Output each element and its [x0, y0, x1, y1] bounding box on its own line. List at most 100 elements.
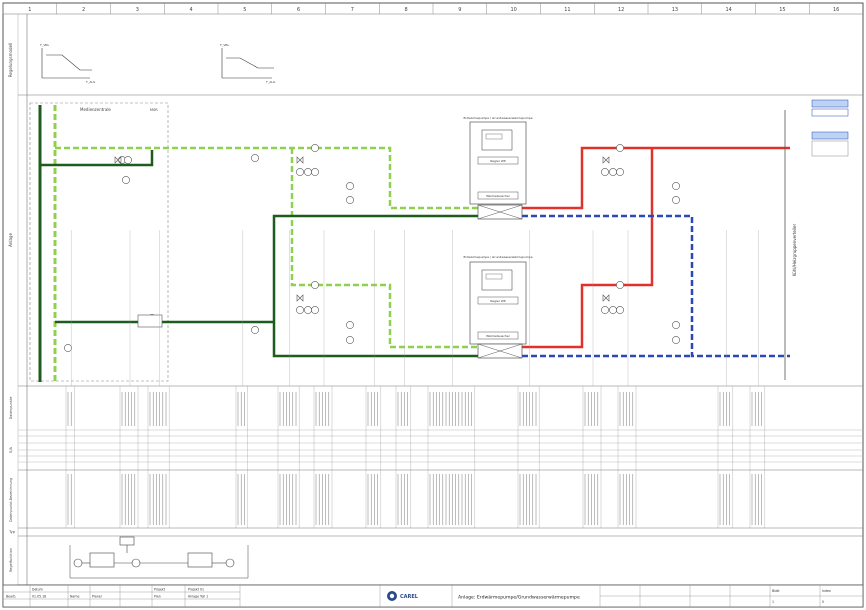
sensor-icon	[251, 326, 259, 334]
sensor-icon	[64, 344, 72, 352]
control-curve-2: T_VRL T_AUL	[219, 43, 276, 84]
column-number: 9	[458, 7, 461, 13]
svg-text:T_VRL: T_VRL	[39, 43, 49, 47]
sensor-icon	[609, 168, 617, 176]
datum-label: Datum	[32, 588, 43, 592]
sensor-icon	[311, 281, 319, 289]
row-label-typ: Typ	[8, 530, 16, 534]
sensor-icon	[251, 154, 259, 162]
sensor-icon	[311, 144, 319, 152]
pipe-green-supply-hp1	[55, 146, 478, 210]
heat-pump-2: Erdwärmepumpe / Grundwasserwärmepumpe Re…	[463, 255, 533, 359]
sensor-icon	[124, 156, 132, 164]
valve-icon	[296, 156, 304, 164]
sensor-icon	[304, 306, 312, 314]
sensor-icon	[311, 168, 319, 176]
medienzentrale-box	[29, 102, 169, 382]
sensor-icon	[609, 306, 617, 314]
index-value: 0	[822, 600, 824, 604]
sensor-icon	[672, 336, 680, 344]
blatt-label: Blatt	[772, 589, 780, 593]
valve-icon	[602, 156, 610, 164]
column-number: 10	[510, 7, 516, 13]
column-number: 6	[297, 7, 300, 13]
pipe-blue-return	[522, 214, 790, 358]
row-label-anlage: Anlage	[8, 233, 13, 247]
row-label-datenpunkte: Datenpunkte	[9, 397, 13, 420]
column-number: 15	[779, 7, 785, 13]
control-curve-1: T_VRL T_AUL	[39, 43, 96, 84]
column-number: 1	[28, 7, 31, 13]
sensor-icon	[616, 168, 624, 176]
drawing-title: Anlage: Erdwärmepumpe/Grundwasserwärmepu…	[458, 595, 580, 601]
legend-button-3[interactable]	[811, 131, 849, 140]
column-number: 12	[618, 7, 624, 13]
project-value: Projekt 01	[188, 588, 204, 592]
column-number: 8	[405, 7, 408, 13]
sensor-icon	[346, 321, 354, 329]
svg-text:Erdwärmepumpe / Grundwasserwär: Erdwärmepumpe / Grundwasserwärmepumpe	[463, 255, 532, 259]
column-number: 4	[190, 7, 193, 13]
sensor-icon	[616, 281, 624, 289]
row-label-regelfunktion: Regelfunktion	[9, 548, 13, 572]
column-number: 11	[564, 7, 570, 13]
heat-pump-1: Erdwärmepumpe / Grundwasserwärmepumpe Re…	[463, 116, 533, 220]
sensor-icon	[346, 182, 354, 190]
sensor-icon	[672, 321, 680, 329]
sensor-icon	[672, 196, 680, 204]
control-logic	[69, 536, 249, 579]
svg-text:T_AUL: T_AUL	[265, 80, 276, 84]
column-number: 3	[136, 7, 139, 13]
sensor-icon	[672, 182, 680, 190]
logo-text: CAREL	[400, 594, 419, 600]
column-number: 16	[833, 7, 839, 13]
pipe-dark-green-return	[272, 214, 478, 358]
legend-button-2[interactable]	[811, 108, 849, 117]
bearb-label: Bearb.	[6, 595, 16, 599]
field-devices	[64, 144, 680, 352]
svg-text:Wärmetauscher: Wärmetauscher	[486, 334, 510, 338]
legend-button-4[interactable]	[811, 140, 849, 157]
svg-text:T_AUL: T_AUL	[85, 80, 96, 84]
medienzentrale-label: Medienzentrale	[80, 107, 111, 112]
row-label-bezeichnung: Datenpunkt-Bezeichnung	[9, 478, 13, 522]
right-distributor-label: Kühl/Heizgruppenverteiler	[792, 224, 797, 277]
plan-value: Anlage Teil 1	[188, 595, 208, 599]
valve-icon	[296, 294, 304, 302]
svg-text:Erdwärmepumpe / Grundwasserwär: Erdwärmepumpe / Grundwasserwärmepumpe	[463, 116, 532, 120]
name-label: Name	[70, 595, 79, 599]
svg-text:Regler WP: Regler WP	[490, 299, 506, 303]
valve-icon	[602, 294, 610, 302]
plan-label: Plan	[154, 595, 161, 599]
sensor-icon	[346, 196, 354, 204]
column-number: 14	[725, 7, 731, 13]
sensor-icon	[296, 306, 304, 314]
datum-value: 01.05.18	[32, 595, 46, 599]
svg-text:T_VRL: T_VRL	[219, 43, 229, 47]
title-block: Datum 01.05.18 Name Planer Bearb. Projek…	[2, 584, 864, 608]
legend-button-1[interactable]	[811, 99, 849, 108]
sensor-icon	[304, 168, 312, 176]
pipe-green-supply-hp2	[290, 148, 478, 349]
column-number: 13	[672, 7, 678, 13]
index-label: Index	[822, 589, 831, 593]
column-number: 2	[82, 7, 85, 13]
row-label-regel: Regelungsmodell	[8, 43, 13, 77]
sensor-icon	[346, 336, 354, 344]
sensor-icon	[616, 144, 624, 152]
sensor-icon	[616, 306, 624, 314]
sensor-icon	[296, 168, 304, 176]
svg-text:Wärmetauscher: Wärmetauscher	[486, 194, 510, 198]
column-number: 5	[243, 7, 246, 13]
datapoint-table	[65, 230, 765, 528]
name-value: Planer	[92, 595, 103, 599]
column-number: 7	[351, 7, 354, 13]
blatt-value: 1	[772, 600, 774, 604]
row-label-io: E/A	[9, 447, 13, 453]
valve-icon	[114, 156, 122, 164]
sensor-icon	[311, 306, 319, 314]
svg-text:Regler WP: Regler WP	[490, 159, 506, 163]
sensor-icon	[122, 176, 130, 184]
